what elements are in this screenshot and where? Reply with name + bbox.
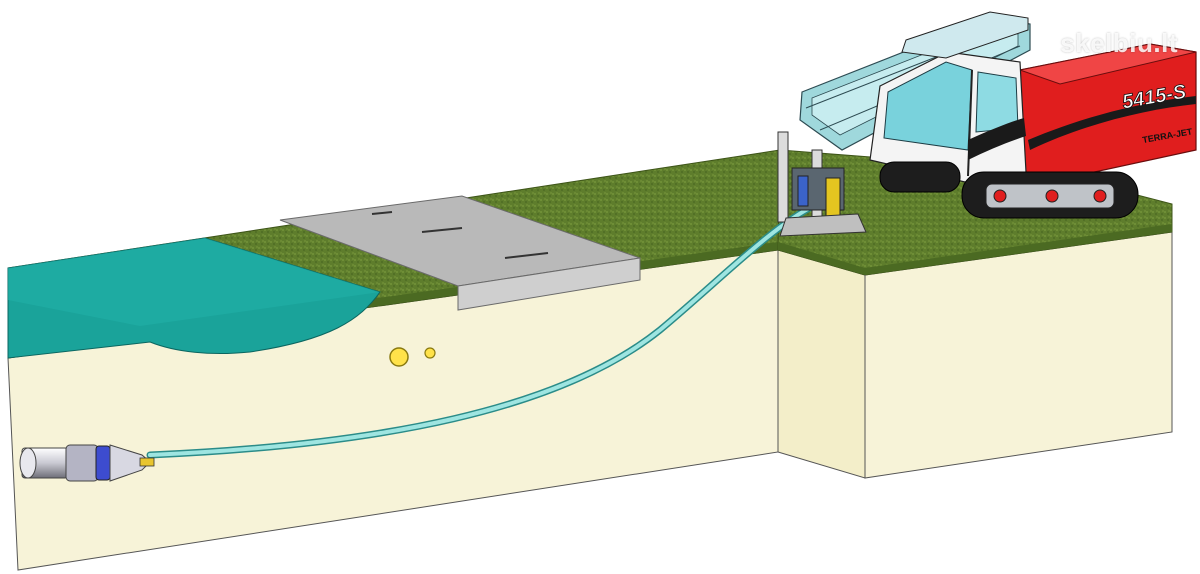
drill-pipe-highlight — [148, 203, 817, 457]
road — [279, 195, 641, 311]
reamer-swivel — [139, 457, 155, 467]
track-roller — [993, 189, 1007, 203]
track-roller — [1093, 189, 1107, 203]
road-marking — [504, 252, 549, 259]
track-roller — [1045, 189, 1059, 203]
vise-clamp — [797, 175, 809, 207]
cab-stripe — [968, 118, 1026, 160]
right-soil-front — [777, 249, 866, 479]
drill-anchor-base — [779, 213, 867, 237]
cab-roof — [901, 11, 1029, 59]
buried-cable — [389, 347, 409, 367]
reamer-assembly — [19, 444, 155, 482]
drilling-rig: 5415-S TERRA-JET — [777, 11, 1197, 237]
rig-body-top — [1018, 43, 1197, 85]
reamer-band — [95, 445, 111, 481]
road-side — [457, 257, 641, 311]
crawler-track — [879, 161, 961, 193]
rig-body-stripe — [1028, 96, 1196, 150]
road-marking — [371, 211, 393, 215]
buried-cable — [424, 347, 436, 359]
watermark: skelbiu.lt — [1060, 28, 1178, 58]
front-stake — [777, 131, 789, 223]
reamer-body — [65, 444, 99, 482]
road-marking — [421, 227, 463, 233]
product-pipe-opening — [19, 447, 37, 479]
water-surface-highlight — [8, 238, 380, 326]
